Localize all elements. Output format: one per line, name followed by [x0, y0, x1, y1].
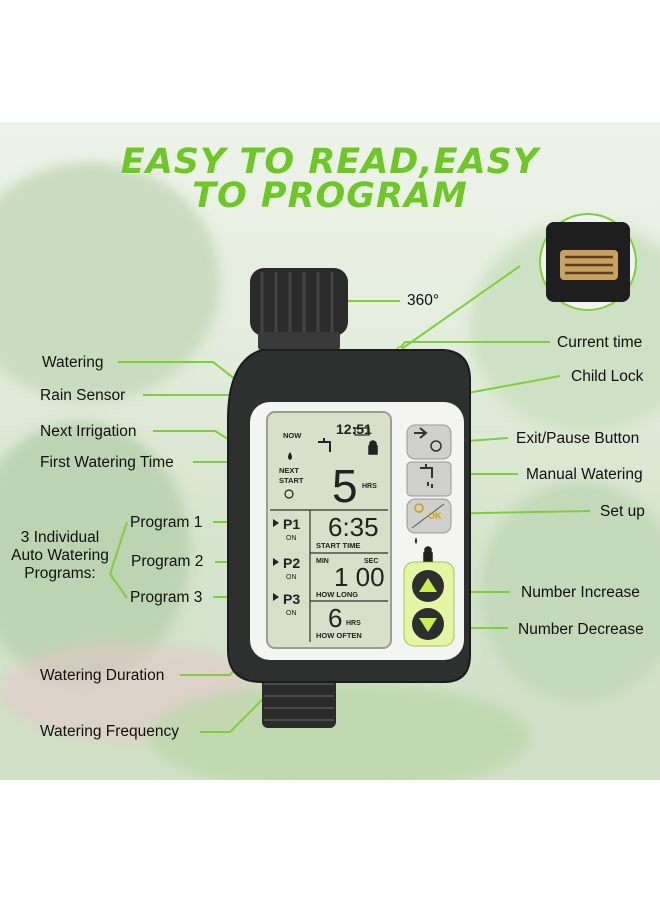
label-programs-group-line-3: Programs: — [24, 565, 96, 582]
lcd-start-time-label: START TIME — [316, 541, 360, 550]
drop-icon — [415, 537, 417, 544]
exit-pause-button[interactable] — [406, 424, 452, 460]
label-set-up: Set up — [600, 503, 645, 520]
up-arrow-icon — [419, 578, 437, 592]
child-lock-icon — [368, 440, 378, 455]
label-rain-sensor: Rain Sensor — [40, 387, 126, 404]
lcd-p1: P1 — [283, 516, 300, 532]
title-line-1: EASY TO READ,EASY — [120, 142, 540, 182]
label-program-2: Program 2 — [131, 553, 204, 570]
bottom-hose-connector — [262, 672, 336, 728]
label-programs-group-line-1: 3 Individual — [20, 529, 100, 546]
inset-closeup — [539, 213, 637, 311]
label-number-decrease: Number Decrease — [518, 621, 644, 638]
label-watering-duration: Watering Duration — [40, 667, 165, 684]
lcd-hours-value: 5 — [332, 460, 358, 512]
lcd-hrs-2: HRS — [346, 620, 361, 627]
label-next-irrigation: Next Irrigation — [40, 423, 137, 440]
label-child-lock: Child Lock — [571, 368, 644, 385]
faucet-icon — [420, 464, 433, 488]
lcd-start-time-value: 6:35 — [328, 512, 379, 542]
lcd-how-often: HOW OFTEN — [316, 631, 362, 640]
ok-slash — [411, 503, 445, 529]
lcd-p3-on: ON — [286, 610, 297, 617]
ok-label: OK — [428, 511, 442, 521]
lcd-frequency-value: 6 — [328, 603, 342, 633]
lock-icon — [423, 546, 433, 562]
label-program-1: Program 1 — [130, 514, 203, 531]
label-program-3: Program 3 — [130, 589, 203, 606]
label-current-time: Current time — [557, 334, 643, 351]
rain-sensor-icon — [288, 452, 292, 460]
label-manual-watering: Manual Watering — [526, 466, 643, 483]
label-360: 360° — [407, 292, 440, 309]
exit-icon — [414, 427, 428, 439]
title-line-2: TO PROGRAM — [192, 176, 468, 216]
label-programs-group-line-2: Auto Watering — [11, 547, 109, 564]
lcd-screen — [266, 411, 392, 649]
lcd-next: NEXT — [279, 466, 299, 475]
label-number-increase: Number Increase — [521, 584, 640, 601]
settings-sun-icon — [414, 503, 424, 513]
manual-watering-button[interactable] — [406, 461, 452, 497]
p3-pointer-icon — [273, 593, 279, 601]
label-watering-frequency: Watering Frequency — [40, 723, 179, 740]
lcd-p3: P3 — [283, 591, 300, 607]
label-watering: Watering — [42, 354, 104, 371]
lcd-clock: 12:51 — [336, 421, 372, 437]
lcd-how-long: HOW LONG — [316, 590, 358, 599]
watering-icon — [318, 438, 331, 452]
lcd-start: START — [279, 476, 304, 485]
lcd-p2: P2 — [283, 555, 300, 571]
p2-pointer-icon — [273, 558, 279, 566]
label-exit-pause: Exit/Pause Button — [516, 430, 640, 447]
lcd-hrs: HRS — [362, 483, 377, 490]
timer-icon — [284, 489, 294, 499]
lcd-now: NOW — [283, 431, 302, 440]
pause-icon — [430, 440, 442, 452]
label-first-watering-time: First Watering Time — [40, 454, 174, 471]
p1-pointer-icon — [273, 519, 279, 527]
lcd-duration-value: 1 00 — [334, 562, 385, 592]
down-arrow-icon — [419, 618, 437, 632]
battery-icon — [354, 427, 370, 436]
lcd-p1-on: ON — [286, 535, 297, 542]
lcd-sec: SEC — [364, 558, 378, 565]
lcd-p2-on: ON — [286, 574, 297, 581]
lcd-min: MIN — [316, 558, 329, 565]
